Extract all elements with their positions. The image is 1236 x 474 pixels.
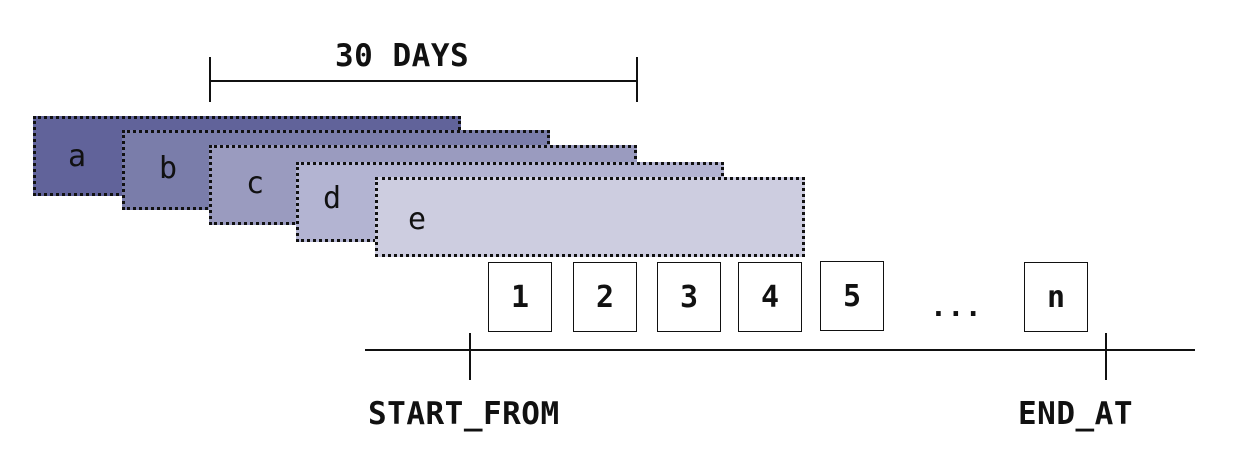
batch-box: 3 <box>657 262 721 332</box>
batch-box: 1 <box>488 262 552 332</box>
batch-box: 4 <box>738 262 802 332</box>
span-bracket-right-tick <box>636 57 638 102</box>
span-bracket-left-tick <box>209 57 211 102</box>
end-label: END_AT <box>1018 396 1133 432</box>
end-tick <box>1105 333 1107 380</box>
span-label: 30 DAYS <box>335 38 470 74</box>
ellipsis: ... <box>930 290 983 323</box>
window-label: b <box>159 151 178 186</box>
window-label: c <box>246 166 265 201</box>
span-bracket-line <box>210 80 638 82</box>
batch-box: n <box>1024 262 1088 332</box>
batch-box: 2 <box>573 262 637 332</box>
window-e: e <box>375 177 805 257</box>
batch-box: 5 <box>820 261 884 331</box>
timeline-axis <box>365 349 1195 351</box>
start-label: START_FROM <box>368 396 560 432</box>
window-label: e <box>408 202 427 237</box>
start-tick <box>469 333 471 380</box>
window-label: a <box>68 139 87 174</box>
window-label: d <box>323 181 342 216</box>
